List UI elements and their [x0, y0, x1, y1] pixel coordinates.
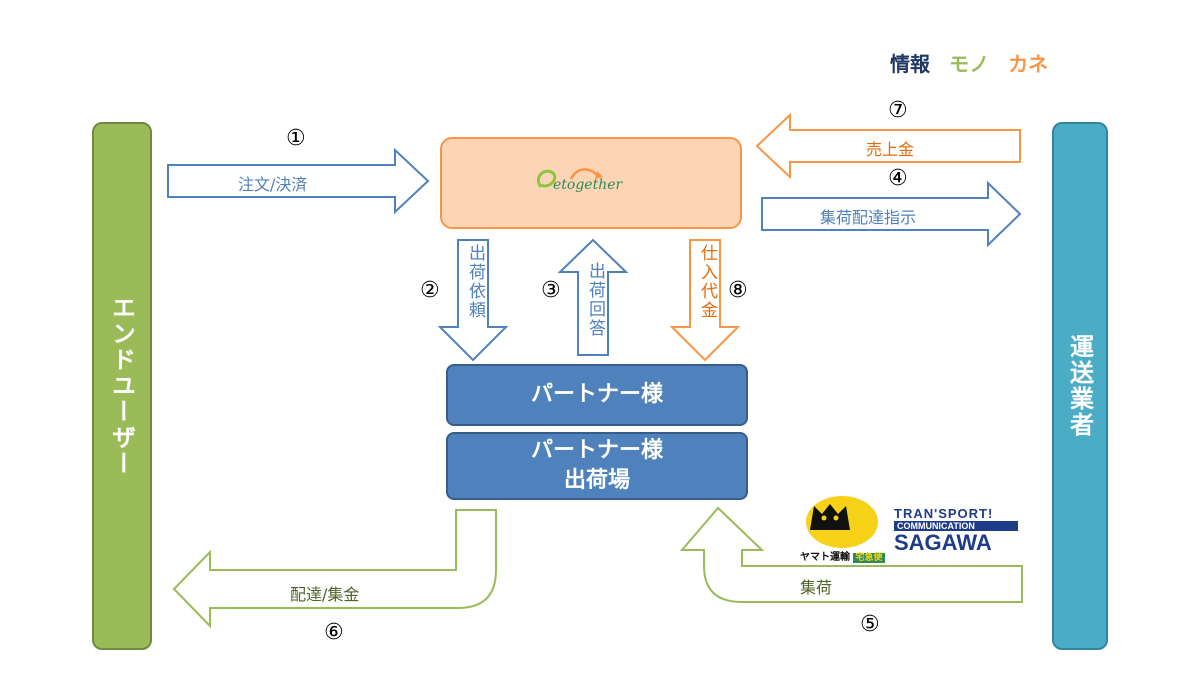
- flow-label-sales-money: 売上金: [866, 140, 915, 159]
- etogether-box: etogether: [440, 137, 742, 229]
- flow-label-shipping-reply: 出荷回答: [585, 262, 605, 338]
- arrow-purchase-payment: [669, 239, 741, 362]
- flow-label-pickup: 集荷: [800, 578, 833, 597]
- legend-goods: モノ: [949, 52, 990, 76]
- carrier-bar: 運送業者: [1052, 122, 1108, 650]
- partner-warehouse-label-2: 出荷場: [563, 468, 630, 493]
- sagawa-logo: TRAN'SPORT! COMMUNICATION SAGAWA: [894, 506, 1018, 560]
- sagawa-line-1: TRAN'SPORT!: [894, 506, 994, 521]
- arrow-order: [167, 147, 430, 215]
- legend-info: 情報: [890, 52, 930, 76]
- arrow-shipping-request: [437, 239, 509, 362]
- partner-label: パートナー様: [530, 382, 663, 407]
- legend: 情報 モノ カネ: [890, 48, 1062, 77]
- arrow-shipping-reply: [557, 238, 629, 356]
- end-user-bar: エンドユーザー: [92, 122, 152, 650]
- partner-warehouse-label-1: パートナー様: [530, 438, 663, 463]
- etogether-logo-mark: [536, 168, 603, 188]
- arrow-dispatch-instruction: [761, 180, 1022, 248]
- flow-label-purchase-payment: 仕入代金: [697, 244, 717, 320]
- arrow-sales-money: [755, 112, 1021, 180]
- yamato-emblem: [806, 496, 878, 548]
- yamato-badge: 宅急便: [853, 553, 885, 563]
- legend-money: カネ: [1008, 52, 1049, 76]
- arrow-delivery: [172, 509, 497, 629]
- step-number-1: ①: [286, 126, 306, 151]
- step-number-3: ③: [541, 278, 561, 303]
- sagawa-line-3: SAGAWA: [894, 530, 992, 555]
- yamato-logo: ヤマト運輸 宅急便: [800, 496, 886, 564]
- partner-warehouse-box: パートナー様 出荷場: [446, 432, 748, 500]
- etogether-logo: etogether: [531, 163, 651, 203]
- step-number-5: ⑤: [860, 612, 880, 637]
- flow-label-order: 注文/決済: [238, 175, 308, 194]
- partner-box: パートナー様: [446, 364, 748, 426]
- etogether-logo-text: etogether: [553, 177, 623, 193]
- flow-label-shipping-request: 出荷依頼: [465, 244, 485, 320]
- yamato-name: ヤマト運輸 宅急便: [800, 548, 885, 563]
- yamato-name-text: ヤマト運輸: [800, 552, 850, 563]
- step-number-4: ④: [888, 166, 908, 191]
- sagawa-line-2: COMMUNICATION: [894, 521, 1018, 531]
- arrow-pickup: [679, 506, 1023, 603]
- end-user-label: エンドユーザー: [107, 295, 136, 477]
- cat-icon: [810, 504, 850, 530]
- flow-label-dispatch-instruction: 集荷配達指示: [820, 208, 917, 227]
- step-number-7: ⑦: [888, 98, 908, 123]
- carrier-label: 運送業者: [1065, 334, 1094, 438]
- step-number-8: ⑧: [728, 278, 748, 303]
- flow-label-delivery: 配達/集金: [290, 585, 360, 604]
- step-number-6: ⑥: [324, 620, 344, 645]
- step-number-2: ②: [420, 278, 440, 303]
